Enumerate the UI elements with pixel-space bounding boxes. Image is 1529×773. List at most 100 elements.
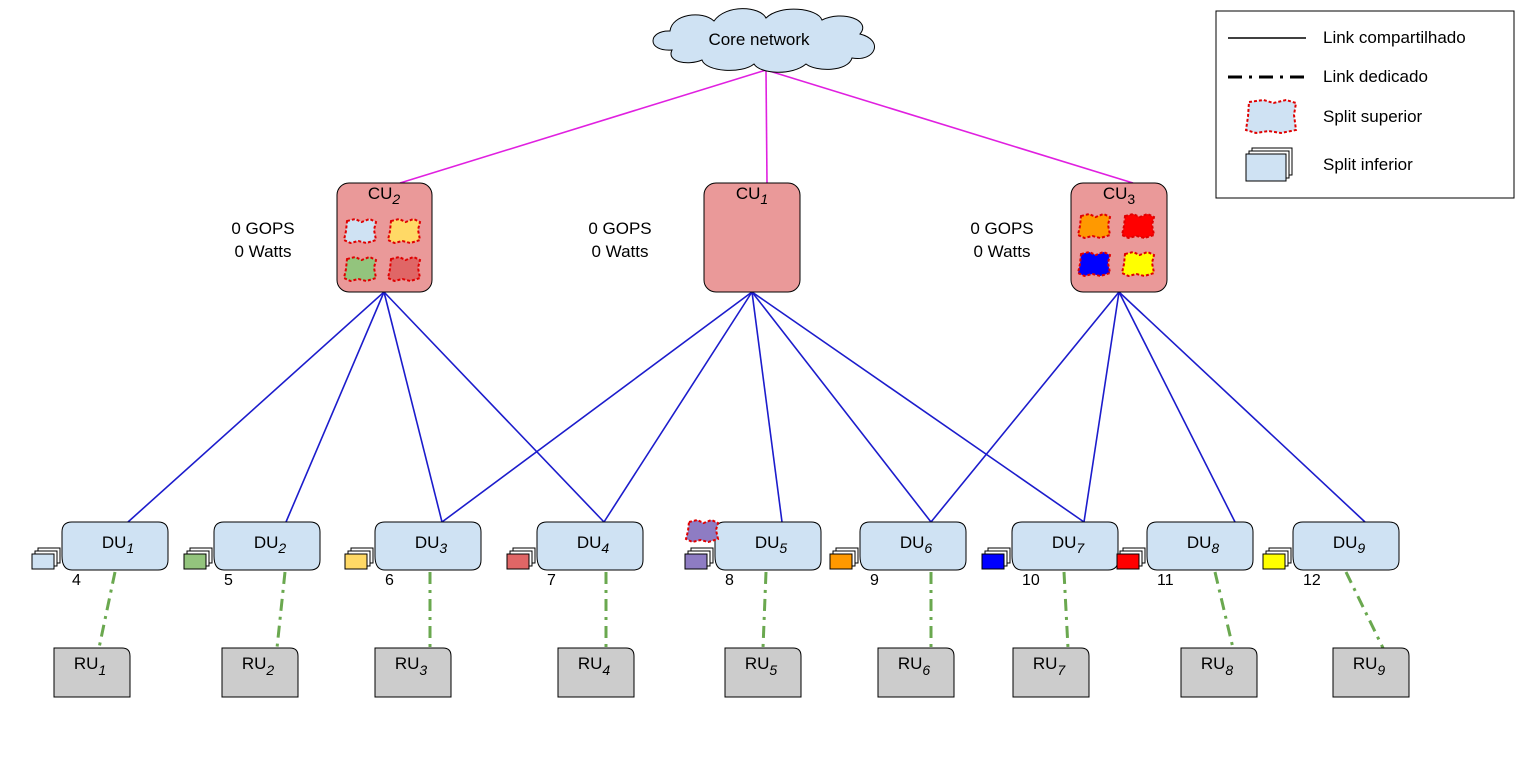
stack-sheet: [183, 553, 207, 570]
ru-subscript: 6: [922, 662, 930, 678]
cu-split-icon: [1120, 250, 1156, 278]
du9-ru9-link: [1344, 571, 1385, 649]
du5-ru5-link: [761, 571, 768, 649]
ru-prefix: RU: [74, 654, 99, 673]
ru-subscript: 2: [265, 662, 274, 678]
ru-node-ru8: RU8: [1180, 647, 1258, 698]
du-node-du8: DU8 11: [1116, 521, 1254, 589]
ru-subscript: 4: [602, 662, 610, 678]
ru-prefix: RU: [898, 654, 923, 673]
legend-stack: [1245, 147, 1293, 182]
cu2-du3-link: [383, 291, 443, 523]
du-subscript: 4: [601, 540, 609, 556]
du-subscript: 2: [277, 540, 286, 556]
stack-sheet: [684, 553, 708, 570]
du-prefix: DU: [755, 533, 780, 552]
stack-sheet: [31, 553, 55, 570]
ru-subscript: 5: [769, 662, 777, 678]
legend-split-superior-label: Split superior: [1323, 107, 1423, 126]
du-index-number: 5: [224, 572, 233, 589]
du-split-inferior-icon: [31, 547, 61, 570]
cu-split-icon: [386, 255, 422, 283]
legend-dedicated-label: Link dedicado: [1323, 67, 1428, 86]
ru-subscript: 9: [1377, 662, 1385, 678]
cu-splits: [1076, 212, 1156, 278]
cu-box-cu1: CU1: [703, 182, 801, 293]
links-layer: [97, 69, 1385, 649]
ru-label: RU7: [1033, 654, 1067, 678]
du-index-number: 11: [1157, 572, 1174, 589]
ru-label: RU4: [578, 654, 611, 678]
du-prefix: DU: [415, 533, 440, 552]
du-label: DU5: [755, 533, 788, 556]
cu-split-icon: [1076, 212, 1112, 240]
du-subscript: 5: [779, 540, 787, 556]
core-network-label: Core network: [708, 30, 810, 49]
cu-split-icon: [386, 217, 422, 245]
du-subscript: 8: [1211, 540, 1219, 556]
stack-sheet: [344, 553, 368, 570]
du-subscript: 9: [1357, 540, 1365, 556]
ru-node-ru7: RU7: [1012, 647, 1090, 698]
du-index-number: 7: [547, 572, 556, 589]
legend-split-inferior-icon: [1245, 147, 1293, 182]
cu2-watts: 0 Watts: [235, 242, 292, 261]
du-prefix: DU: [102, 533, 127, 552]
ru-node-ru3: RU3: [374, 647, 452, 698]
du-box: [1292, 521, 1400, 571]
du-label: DU2: [254, 533, 287, 556]
core-network-cloud: Core network: [652, 8, 875, 73]
du-box: [1011, 521, 1119, 571]
du-label: DU6: [900, 533, 933, 556]
du-node-du2: DU2 5: [183, 521, 321, 589]
du8-ru8-link: [1213, 571, 1235, 649]
du-subscript: 6: [924, 540, 932, 556]
du-subscript: 1: [126, 540, 134, 556]
ru-prefix: RU: [395, 654, 420, 673]
ru-box: [1012, 647, 1090, 698]
ru-label: RU3: [395, 654, 428, 678]
du-node-du6: DU6 9: [829, 521, 967, 589]
cu-label: CU2: [368, 184, 401, 207]
du-label: DU3: [415, 533, 448, 556]
du-label: DU9: [1333, 533, 1366, 556]
ru-node-ru6: RU6: [877, 647, 955, 698]
cu-box: [703, 182, 801, 293]
cu-split-icon: [342, 255, 378, 283]
du-box: [1146, 521, 1254, 571]
cu-box-cu3: CU3: [1070, 182, 1168, 293]
cu1-du7-link: [751, 291, 1085, 523]
ru-subscript: 7: [1057, 662, 1066, 678]
cu1-watts: 0 Watts: [592, 242, 649, 261]
legend-shared-label: Link compartilhado: [1323, 28, 1466, 47]
ru-box: [374, 647, 452, 698]
ru-box: [221, 647, 299, 698]
ru-box: [877, 647, 955, 698]
du-box: [859, 521, 967, 571]
ru-subscript: 3: [419, 662, 427, 678]
cu-label: CU1: [736, 184, 768, 207]
cu1-du3-link: [441, 291, 753, 523]
ru-node-ru2: RU2: [221, 647, 299, 698]
du-split-inferior-icon: [1116, 547, 1146, 570]
du-index-number: 9: [870, 572, 879, 589]
du-subscript: 7: [1076, 540, 1085, 556]
cu-split-icon: [342, 217, 378, 245]
cu3-du8-link: [1118, 291, 1236, 523]
ru-label: RU9: [1353, 654, 1386, 678]
ru-prefix: RU: [1353, 654, 1378, 673]
ru-label: RU8: [1201, 654, 1234, 678]
cu2-du1-link: [127, 291, 385, 523]
du-prefix: DU: [1187, 533, 1212, 552]
du-prefix: DU: [1052, 533, 1077, 552]
ru-box: [1332, 647, 1410, 698]
du-label: DU1: [102, 533, 134, 556]
du-split-inferior-icon: [981, 547, 1011, 570]
ru-node-ru1: RU1: [53, 647, 131, 698]
